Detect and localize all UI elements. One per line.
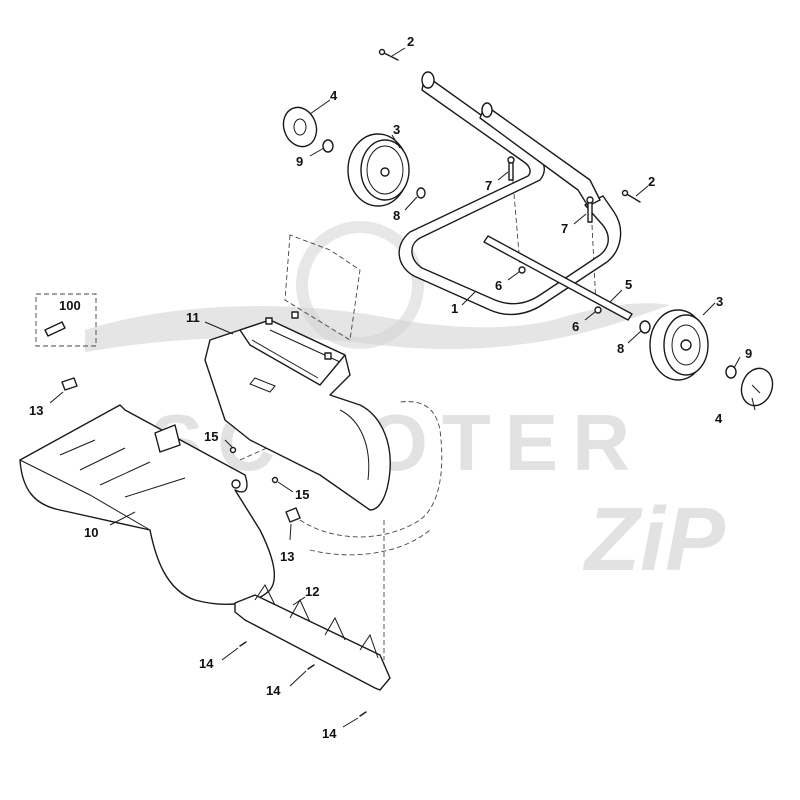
- screw-15-left: [229, 446, 237, 454]
- ghost-frame-outline: [284, 234, 361, 341]
- screw-14-c: [359, 711, 367, 717]
- leader-lines: [49, 47, 756, 728]
- ghost-base-outline-2: [309, 529, 431, 556]
- callout-6-right: 6: [572, 319, 579, 334]
- wheel-top: [347, 133, 410, 207]
- ghost-base-outline: [299, 401, 443, 538]
- callout-11: 11: [186, 310, 200, 325]
- wheel-bottom: [649, 309, 709, 381]
- callout-15-left: 15: [204, 429, 218, 444]
- bolt-right: [586, 196, 594, 223]
- callout-100: 100: [59, 298, 81, 313]
- nut-right: [594, 306, 602, 314]
- callout-2-right: 2: [648, 174, 655, 189]
- spacer-top: [416, 187, 426, 199]
- callout-4-top: 4: [330, 88, 338, 103]
- callout-14-b: 14: [266, 683, 281, 698]
- callout-8-bottom: 8: [617, 341, 624, 356]
- skid-rail: [234, 584, 391, 691]
- callout-3-top: 3: [393, 122, 400, 137]
- callout-3-bottom: 3: [716, 294, 723, 309]
- callout-14-c: 14: [322, 726, 337, 741]
- bushing-left: [61, 377, 78, 391]
- bushing-right: [285, 507, 301, 523]
- callout-6-left: 6: [495, 278, 502, 293]
- washer-bottom: [725, 365, 737, 379]
- pin-right: [621, 189, 641, 203]
- watermark-swoosh: [85, 303, 670, 352]
- screw-15-right: [271, 476, 279, 484]
- spacer-bottom: [639, 320, 651, 334]
- callout-10: 10: [84, 525, 98, 540]
- hubcap-top: [282, 106, 318, 148]
- callout-9-top: 9: [296, 154, 303, 169]
- callout-5: 5: [625, 277, 632, 292]
- callout-1: 1: [451, 301, 458, 316]
- watermark-emblem: [296, 221, 424, 349]
- callout-2-top: 2: [407, 34, 414, 49]
- callout-14-a: 14: [199, 656, 214, 671]
- nut-left: [518, 266, 526, 274]
- callout-12: 12: [305, 584, 319, 599]
- washer-top: [322, 139, 334, 153]
- bolt-left: [507, 156, 515, 181]
- callout-7-right: 7: [561, 221, 568, 236]
- axle: [483, 235, 633, 321]
- callout-7-left: 7: [485, 178, 492, 193]
- kit-screw: [44, 321, 66, 337]
- housing: [204, 311, 391, 511]
- callout-8-top: 8: [393, 208, 400, 223]
- callout-13-right: 13: [280, 549, 294, 564]
- callout-4-bottom: 4: [715, 411, 723, 426]
- hubcap-bottom: [740, 367, 774, 407]
- callouts: 2 2 4 4 3 3 9 9 8 8 7 7 6 6 5 1 100 11 1…: [29, 34, 752, 741]
- screw-14-a: [239, 641, 247, 647]
- callout-13-left: 13: [29, 403, 43, 418]
- callout-15-right: 15: [295, 487, 309, 502]
- pin-top: [378, 48, 399, 61]
- screw-14-b: [307, 664, 315, 670]
- callout-9-bottom: 9: [745, 346, 752, 361]
- watermark-script: ZiP: [582, 490, 726, 590]
